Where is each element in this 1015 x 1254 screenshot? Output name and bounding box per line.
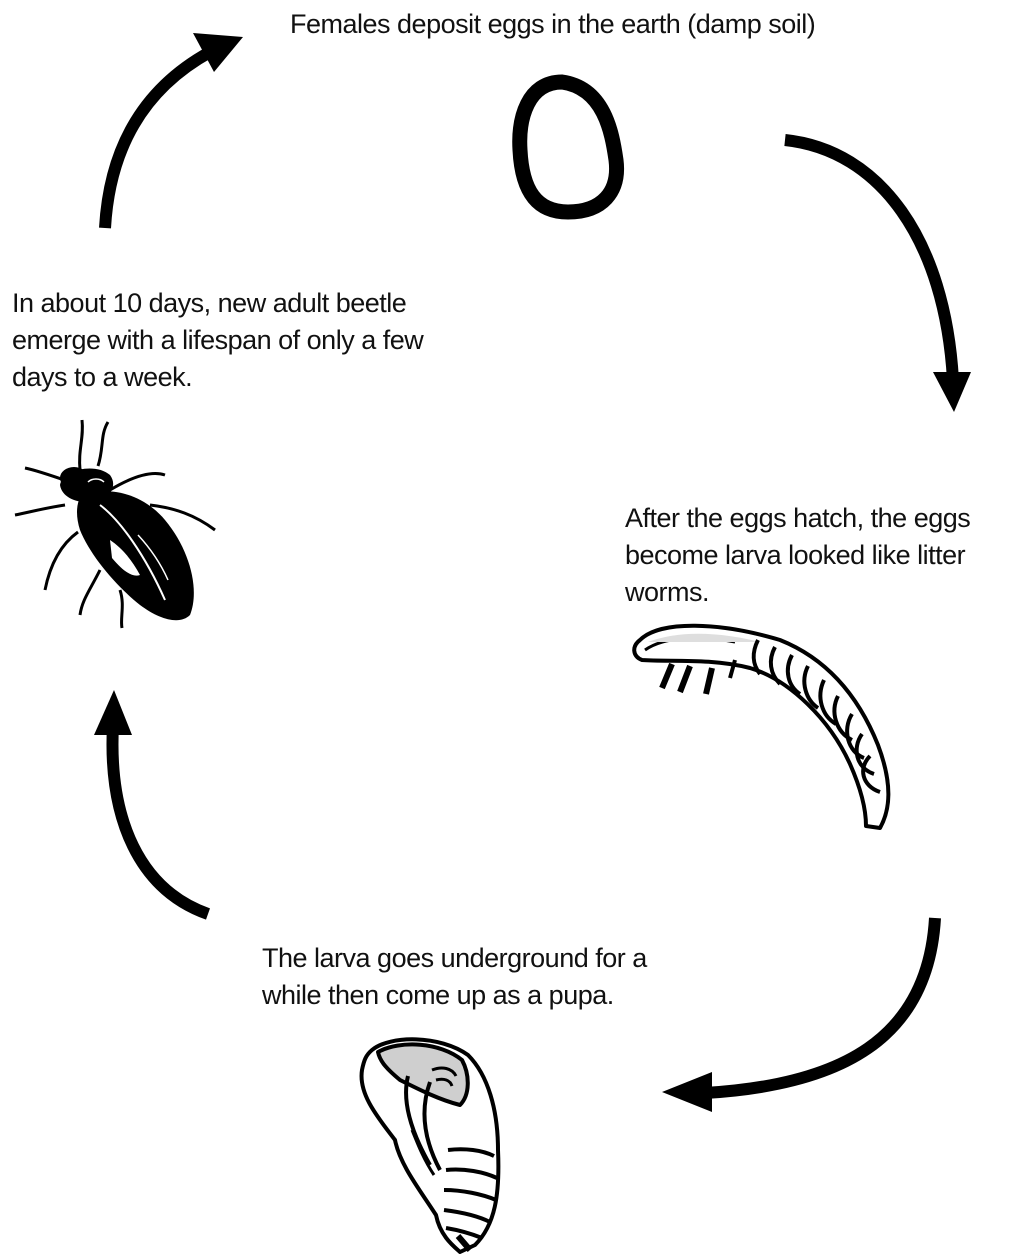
egg-icon: [520, 82, 617, 212]
larva-caption-line: After the eggs hatch, the eggs: [625, 500, 970, 537]
beetle-icon: [15, 420, 215, 628]
larva-caption-line: become larva looked like litter: [625, 537, 970, 574]
adult-caption: In about 10 days, new adult beetle emerg…: [12, 285, 423, 396]
arrow-eggs-to-larva: [785, 140, 971, 412]
eggs-caption-line: Females deposit eggs in the earth (damp …: [290, 6, 815, 43]
arrow-pupa-to-adult: [94, 690, 208, 914]
pupa-caption-line: The larva goes underground for a: [262, 940, 647, 977]
adult-caption-line: emerge with a lifespan of only a few: [12, 322, 423, 359]
larva-icon: [634, 626, 888, 828]
pupa-caption: The larva goes underground for a while t…: [262, 940, 647, 1014]
eggs-caption: Females deposit eggs in the earth (damp …: [290, 6, 815, 43]
adult-caption-line: In about 10 days, new adult beetle: [12, 285, 423, 322]
pupa-caption-line: while then come up as a pupa.: [262, 977, 647, 1014]
adult-caption-line: days to a week.: [12, 359, 423, 396]
larva-caption-line: worms.: [625, 574, 970, 611]
arrow-adult-to-eggs: [105, 33, 243, 228]
pupa-icon: [362, 1039, 499, 1252]
larva-caption: After the eggs hatch, the eggs become la…: [625, 500, 970, 611]
arrow-larva-to-pupa: [662, 918, 935, 1112]
